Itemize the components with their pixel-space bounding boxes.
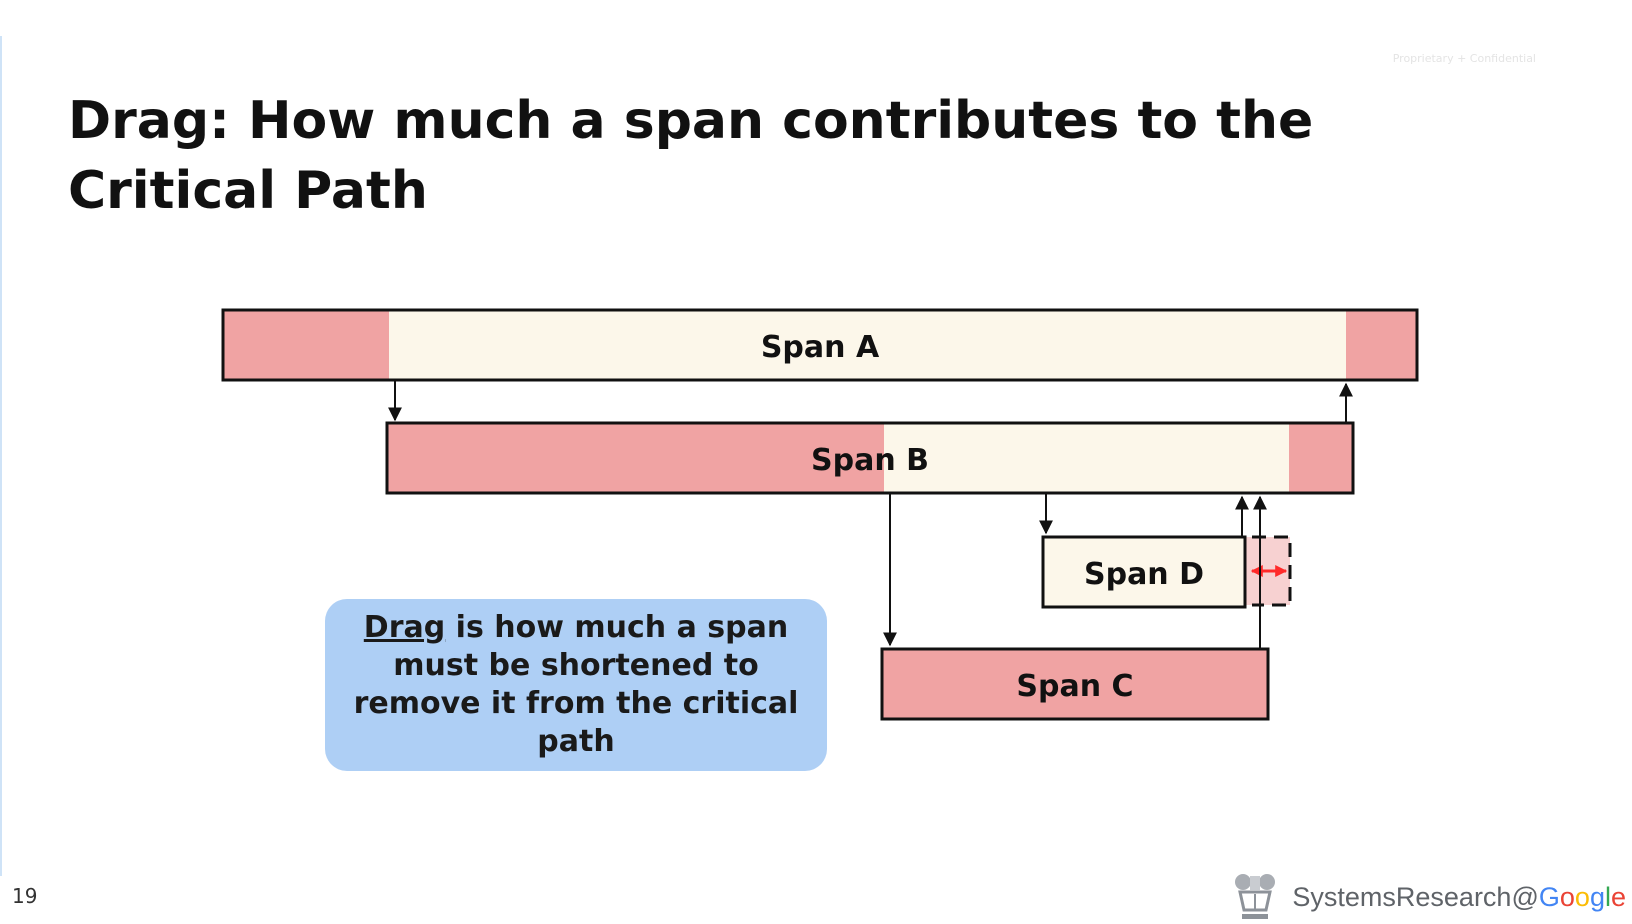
- brand-text: SystemsResearch@Google: [1292, 882, 1626, 913]
- span-d-label: Span D: [1084, 557, 1204, 592]
- brand-letter: o: [1574, 881, 1590, 912]
- drag-definition-callout: Drag is how much a span must be shortene…: [325, 599, 827, 771]
- span-d-drag: [1246, 535, 1292, 607]
- span-c: Span C: [880, 647, 1270, 721]
- span-a-label: Span A: [761, 330, 880, 365]
- crest-logo-icon: [1235, 874, 1276, 919]
- span-b-critical-end: [1289, 423, 1353, 493]
- span-b-label: Span B: [811, 443, 929, 478]
- dependency-arrows: [388, 381, 1353, 648]
- span-b-critical-start: [387, 423, 884, 493]
- brand-prefix: SystemsResearch@: [1292, 881, 1539, 912]
- brand-footer: SystemsResearch@Google: [1228, 870, 1626, 924]
- span-d: Span D: [1041, 535, 1247, 609]
- callout-term: Drag: [363, 610, 446, 645]
- brand-letter: g: [1589, 881, 1605, 912]
- span-c-label: Span C: [1016, 669, 1133, 704]
- brand-letter: G: [1538, 881, 1560, 912]
- brand-letter: o: [1559, 881, 1575, 912]
- span-a-critical-start: [223, 310, 389, 380]
- span-a: Span A: [221, 308, 1419, 382]
- slide-title: Drag: How much a span contributes to the…: [68, 91, 1314, 221]
- callout-text: is how much a span must be shortened to …: [353, 610, 799, 759]
- brand-letter: l: [1604, 881, 1611, 912]
- confidential-label: Proprietary + Confidential: [1392, 52, 1536, 65]
- span-b: Span B: [385, 421, 1355, 495]
- page-number: 19: [12, 884, 38, 908]
- span-a-critical-end: [1346, 310, 1417, 380]
- slide-left-rule: [0, 36, 2, 876]
- brand-letter: e: [1610, 881, 1626, 912]
